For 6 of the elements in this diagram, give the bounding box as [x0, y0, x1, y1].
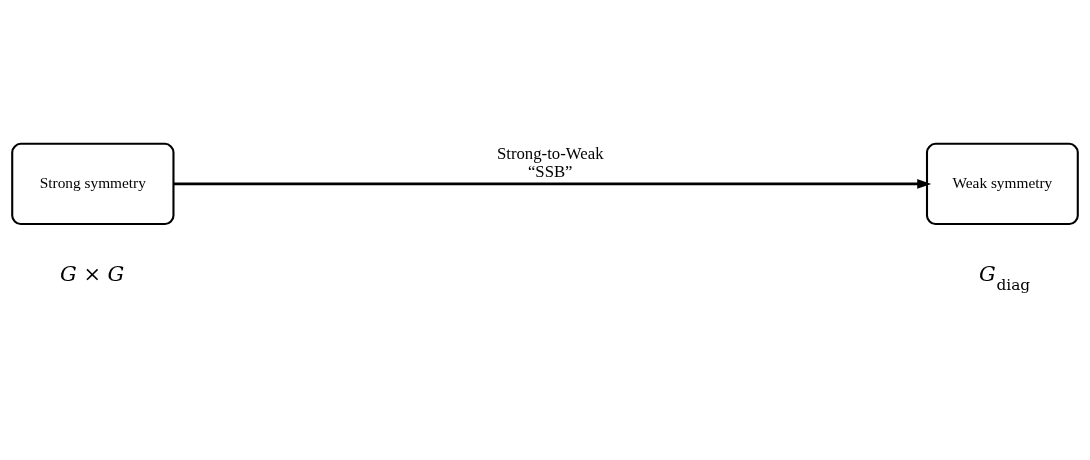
node-box: Strong symmetry — [11, 142, 175, 226]
node-box: Weak symmetry — [925, 142, 1079, 226]
arrow — [173, 179, 932, 189]
node-label: G$_{diag}$ — [979, 261, 1031, 294]
edge-label: Strong-to-Weak “SSB” — [496, 143, 604, 182]
node-label: G × G — [60, 261, 125, 286]
